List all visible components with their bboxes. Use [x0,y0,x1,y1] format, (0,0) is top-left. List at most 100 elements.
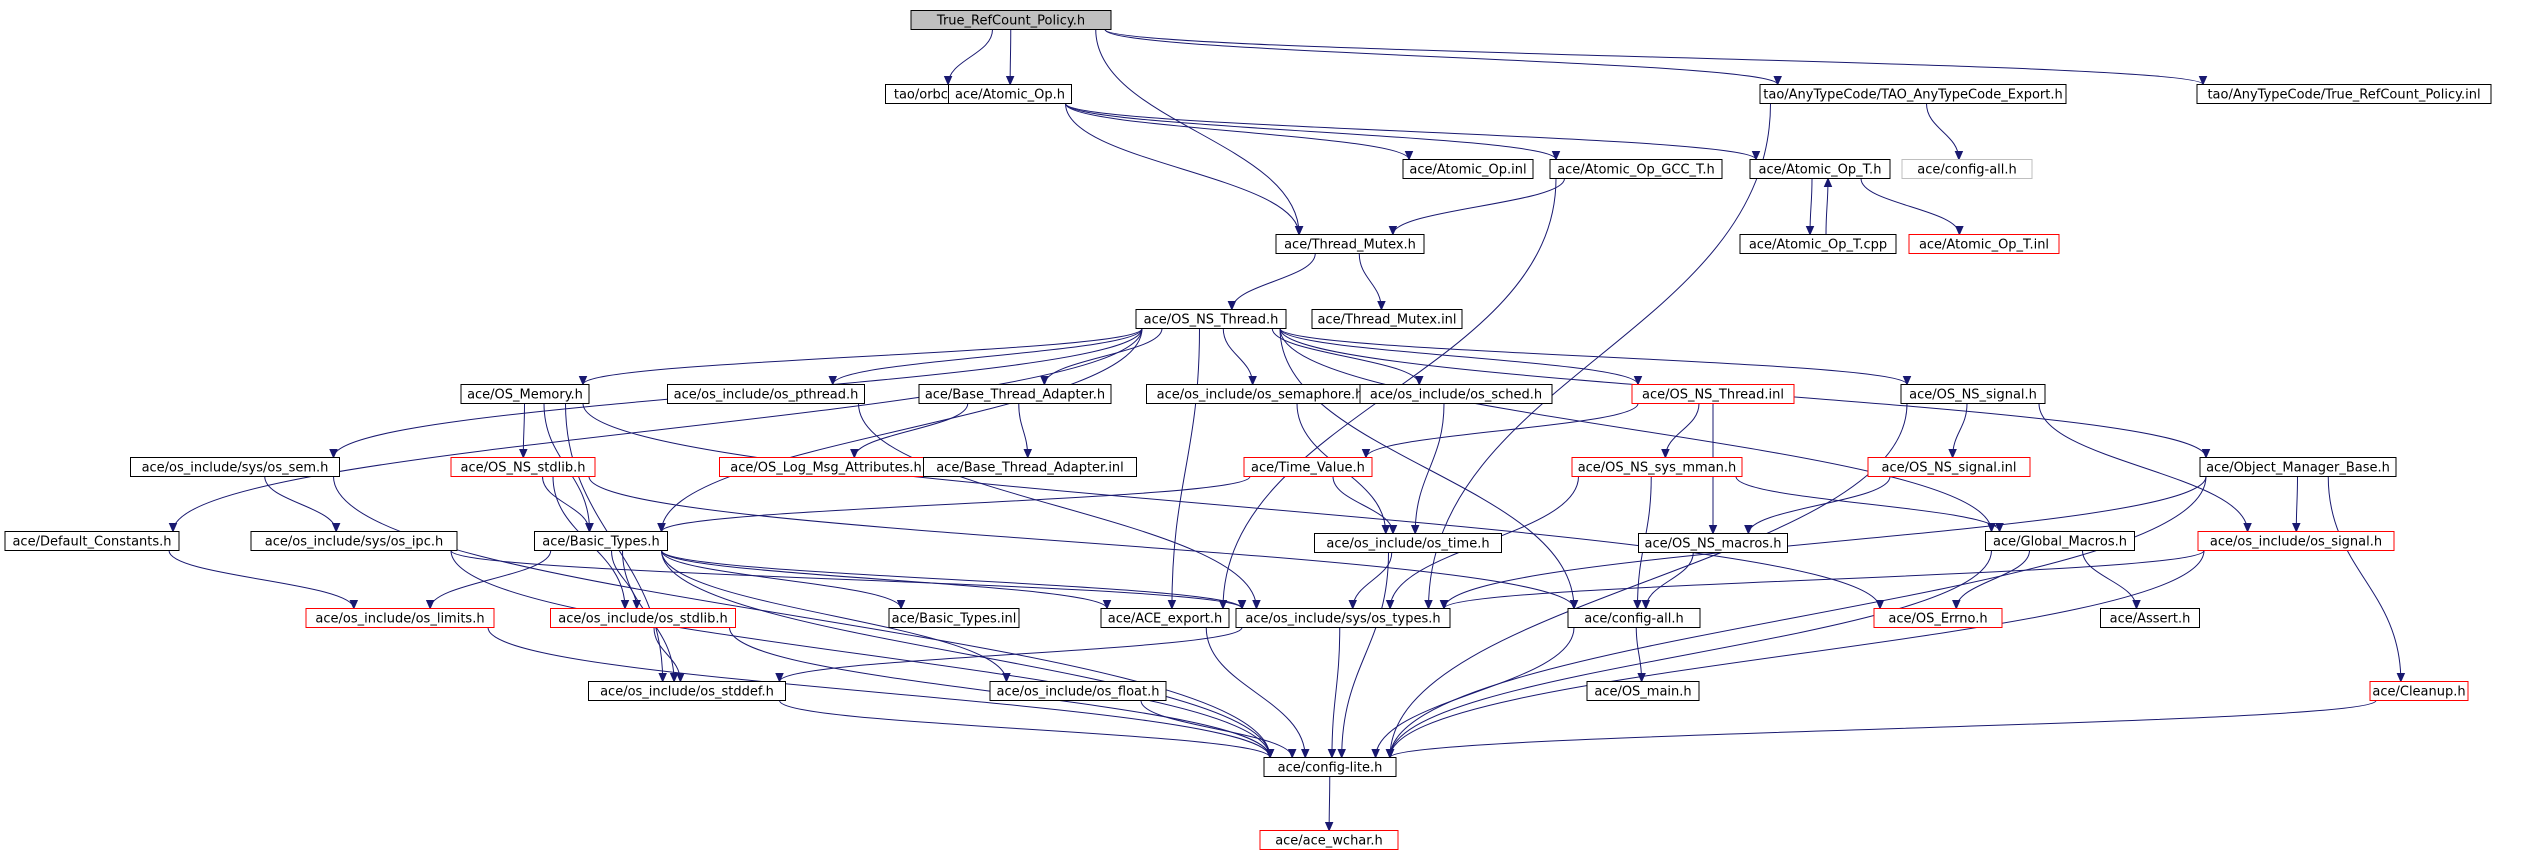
node-atomic-t-inl[interactable]: ace/Atomic_Op_T.inl [1908,234,2060,254]
node-label: ace/Default_Constants.h [12,535,171,550]
node-os-stddef[interactable]: ace/os_include/os_stddef.h [588,681,786,701]
edge-os-pthread-to-sys-os-types [858,403,1257,609]
arrowhead [1324,822,1334,832]
node-label: ace/OS_Memory.h [467,388,583,403]
node-os-main[interactable]: ace/OS_main.h [1586,681,1700,701]
arrowhead [1371,749,1380,759]
node-label: ace/Atomic_Op.inl [1409,163,1526,178]
node-os-ns-macros[interactable]: ace/OS_NS_macros.h [1638,533,1788,553]
node-os-time[interactable]: ace/os_include/os_time.h [1314,533,1502,553]
arrowhead [2243,523,2252,533]
arrowhead [329,449,338,459]
node-os-ns-signal-inl[interactable]: ace/OS_NS_signal.inl [1867,457,2031,477]
node-os-limits[interactable]: ace/os_include/os_limits.h [305,608,495,628]
node-ace-export[interactable]: ace/ACE_export.h [1100,608,1230,628]
node-tao-export[interactable]: tao/AnyTypeCode/TAO_AnyTypeCode_Export.h [1759,84,2067,104]
edge-os-memory-to-os-errno [582,403,1881,609]
node-base-thread-inl[interactable]: ace/Base_Thread_Adapter.inl [923,457,1137,477]
node-ace-wchar[interactable]: ace/ace_wchar.h [1259,830,1399,850]
edge-os-ns-thread-to-config-all [1279,328,1575,609]
edge-tao-export-to-config-all-ext [1926,103,1960,160]
node-atomic-op[interactable]: ace/Atomic_Op.h [948,84,1072,104]
node-time-value[interactable]: ace/Time_Value.h [1243,457,1373,477]
node-os-errno[interactable]: ace/OS_Errno.h [1873,608,2003,628]
edge-atomic-op-to-atomic-gcc [1065,103,1557,160]
node-box [1631,384,1795,404]
node-os-ns-stdlib[interactable]: ace/OS_NS_stdlib.h [450,457,596,477]
edge-global-macros-to-assert-h [2082,550,2137,609]
node-label: ace/config-all.h [1917,163,2017,178]
node-log-msg-attr[interactable]: ace/OS_Log_Msg_Attributes.h [719,457,933,477]
arrowhead [1102,600,1112,610]
arrowhead [1023,449,1033,459]
node-sys-os-sem[interactable]: ace/os_include/sys/os_sem.h [130,457,340,477]
arrowhead [349,600,359,610]
edge-os-signal-to-config-lite [1389,550,2205,758]
node-label: ace/Global_Macros.h [1993,535,2127,550]
node-os-stdlib[interactable]: ace/os_include/os_stdlib.h [550,608,736,628]
node-label: ace/Assert.h [2110,612,2191,627]
arrowhead [1708,525,1718,535]
arrowhead [1424,600,1433,610]
node-assert-h[interactable]: ace/Assert.h [2100,608,2200,628]
node-atomic-op-inl[interactable]: ace/Atomic_Op.inl [1402,159,1534,179]
node-global-macros[interactable]: ace/Global_Macros.h [1985,531,2135,551]
node-config-lite[interactable]: ace/config-lite.h [1263,757,1397,777]
arrowhead [1237,600,1247,610]
edge-os-ns-thread-to-os-semaphore [1222,328,1254,385]
node-label: ace/os_include/os_signal.h [2210,535,2382,550]
node-box [1739,234,1897,254]
node-box [888,608,1020,628]
node-atomic-gcc[interactable]: ace/Atomic_Op_GCC_T.h [1549,159,1723,179]
node-label: ace/Thread_Mutex.inl [1317,313,1456,328]
edge-object-manager-base-to-cleanup [2327,476,2402,682]
edge-os-ns-macros-to-config-all [1645,552,1694,609]
node-box [2369,681,2469,701]
arrowhead [1385,749,1395,759]
node-os-float[interactable]: ace/os_include/os_float.h [989,681,1167,701]
node-box [1311,309,1463,329]
node-os-sched[interactable]: ace/os_include/os_sched.h [1359,384,1553,404]
node-label: ace/ace_wchar.h [1275,834,1383,849]
node-thread-mutex[interactable]: ace/Thread_Mutex.h [1275,234,1425,254]
node-object-manager-base[interactable]: ace/Object_Manager_Base.h [2199,457,2397,477]
node-os-pthread[interactable]: ace/os_include/os_pthread.h [667,384,865,404]
edge-os-ns-stdlib-to-config-all [588,476,1575,609]
node-label: ace/OS_NS_stdlib.h [461,461,586,476]
node-os-semaphore[interactable]: ace/os_include/os_semaphore.h [1146,384,1374,404]
edge-atomic-op-to-atomic-op-inl [1065,103,1410,160]
node-os-memory[interactable]: ace/OS_Memory.h [460,384,590,404]
edge-os-ns-thread-to-os-ns-signal [1279,328,1908,385]
node-os-ns-thread-inl[interactable]: ace/OS_NS_Thread.inl [1631,384,1795,404]
node-os-ns-thread[interactable]: ace/OS_NS_Thread.h [1135,309,1287,329]
node-box [910,10,1112,30]
node-basic-types-inl[interactable]: ace/Basic_Types.inl [888,608,1020,628]
edge-config-all-to-config-lite [1375,627,1575,758]
arrowhead [1327,749,1337,759]
node-label: ace/Object_Manager_Base.h [2206,461,2390,476]
node-basic-types[interactable]: ace/Basic_Types.h [534,531,668,551]
arrowhead [1955,226,1964,236]
arrowhead [585,523,594,533]
edge-basic-types-to-os-limits [429,550,552,609]
node-os-signal[interactable]: ace/os_include/os_signal.h [2197,531,2395,551]
node-sys-os-ipc[interactable]: ace/os_include/sys/os_ipc.h [250,531,458,551]
edge-os-ns-thread-inl-to-time-value [1365,403,1639,458]
node-true-inl[interactable]: tao/AnyTypeCode/True_RefCount_Policy.inl [2196,84,2492,104]
arrowhead [658,673,667,683]
node-config-all-ext[interactable]: ace/config-all.h [1901,159,2033,179]
node-cleanup[interactable]: ace/Cleanup.h [2369,681,2469,701]
node-os-ns-signal[interactable]: ace/OS_NS_signal.h [1900,384,2046,404]
node-config-all[interactable]: ace/config-all.h [1567,608,1701,628]
arrowhead [632,600,641,610]
node-sys-os-types[interactable]: ace/os_include/sys/os_types.h [1235,608,1451,628]
node-box [1100,608,1230,628]
node-default-constants[interactable]: ace/Default_Constants.h [4,531,180,551]
edge-os-ns-thread-to-os-sched [1271,328,1420,385]
node-thread-mutex-inl[interactable]: ace/Thread_Mutex.inl [1311,309,1463,329]
node-atomic-t[interactable]: ace/Atomic_Op_T.h [1749,159,1891,179]
node-atomic-t-cpp[interactable]: ace/Atomic_Op_T.cpp [1739,234,1897,254]
node-base-thread[interactable]: ace/Base_Thread_Adapter.h [918,384,1112,404]
edge-root-to-orbconf [947,29,993,85]
node-os-ns-sys-mman[interactable]: ace/OS_NS_sys_mman.h [1571,457,1743,477]
